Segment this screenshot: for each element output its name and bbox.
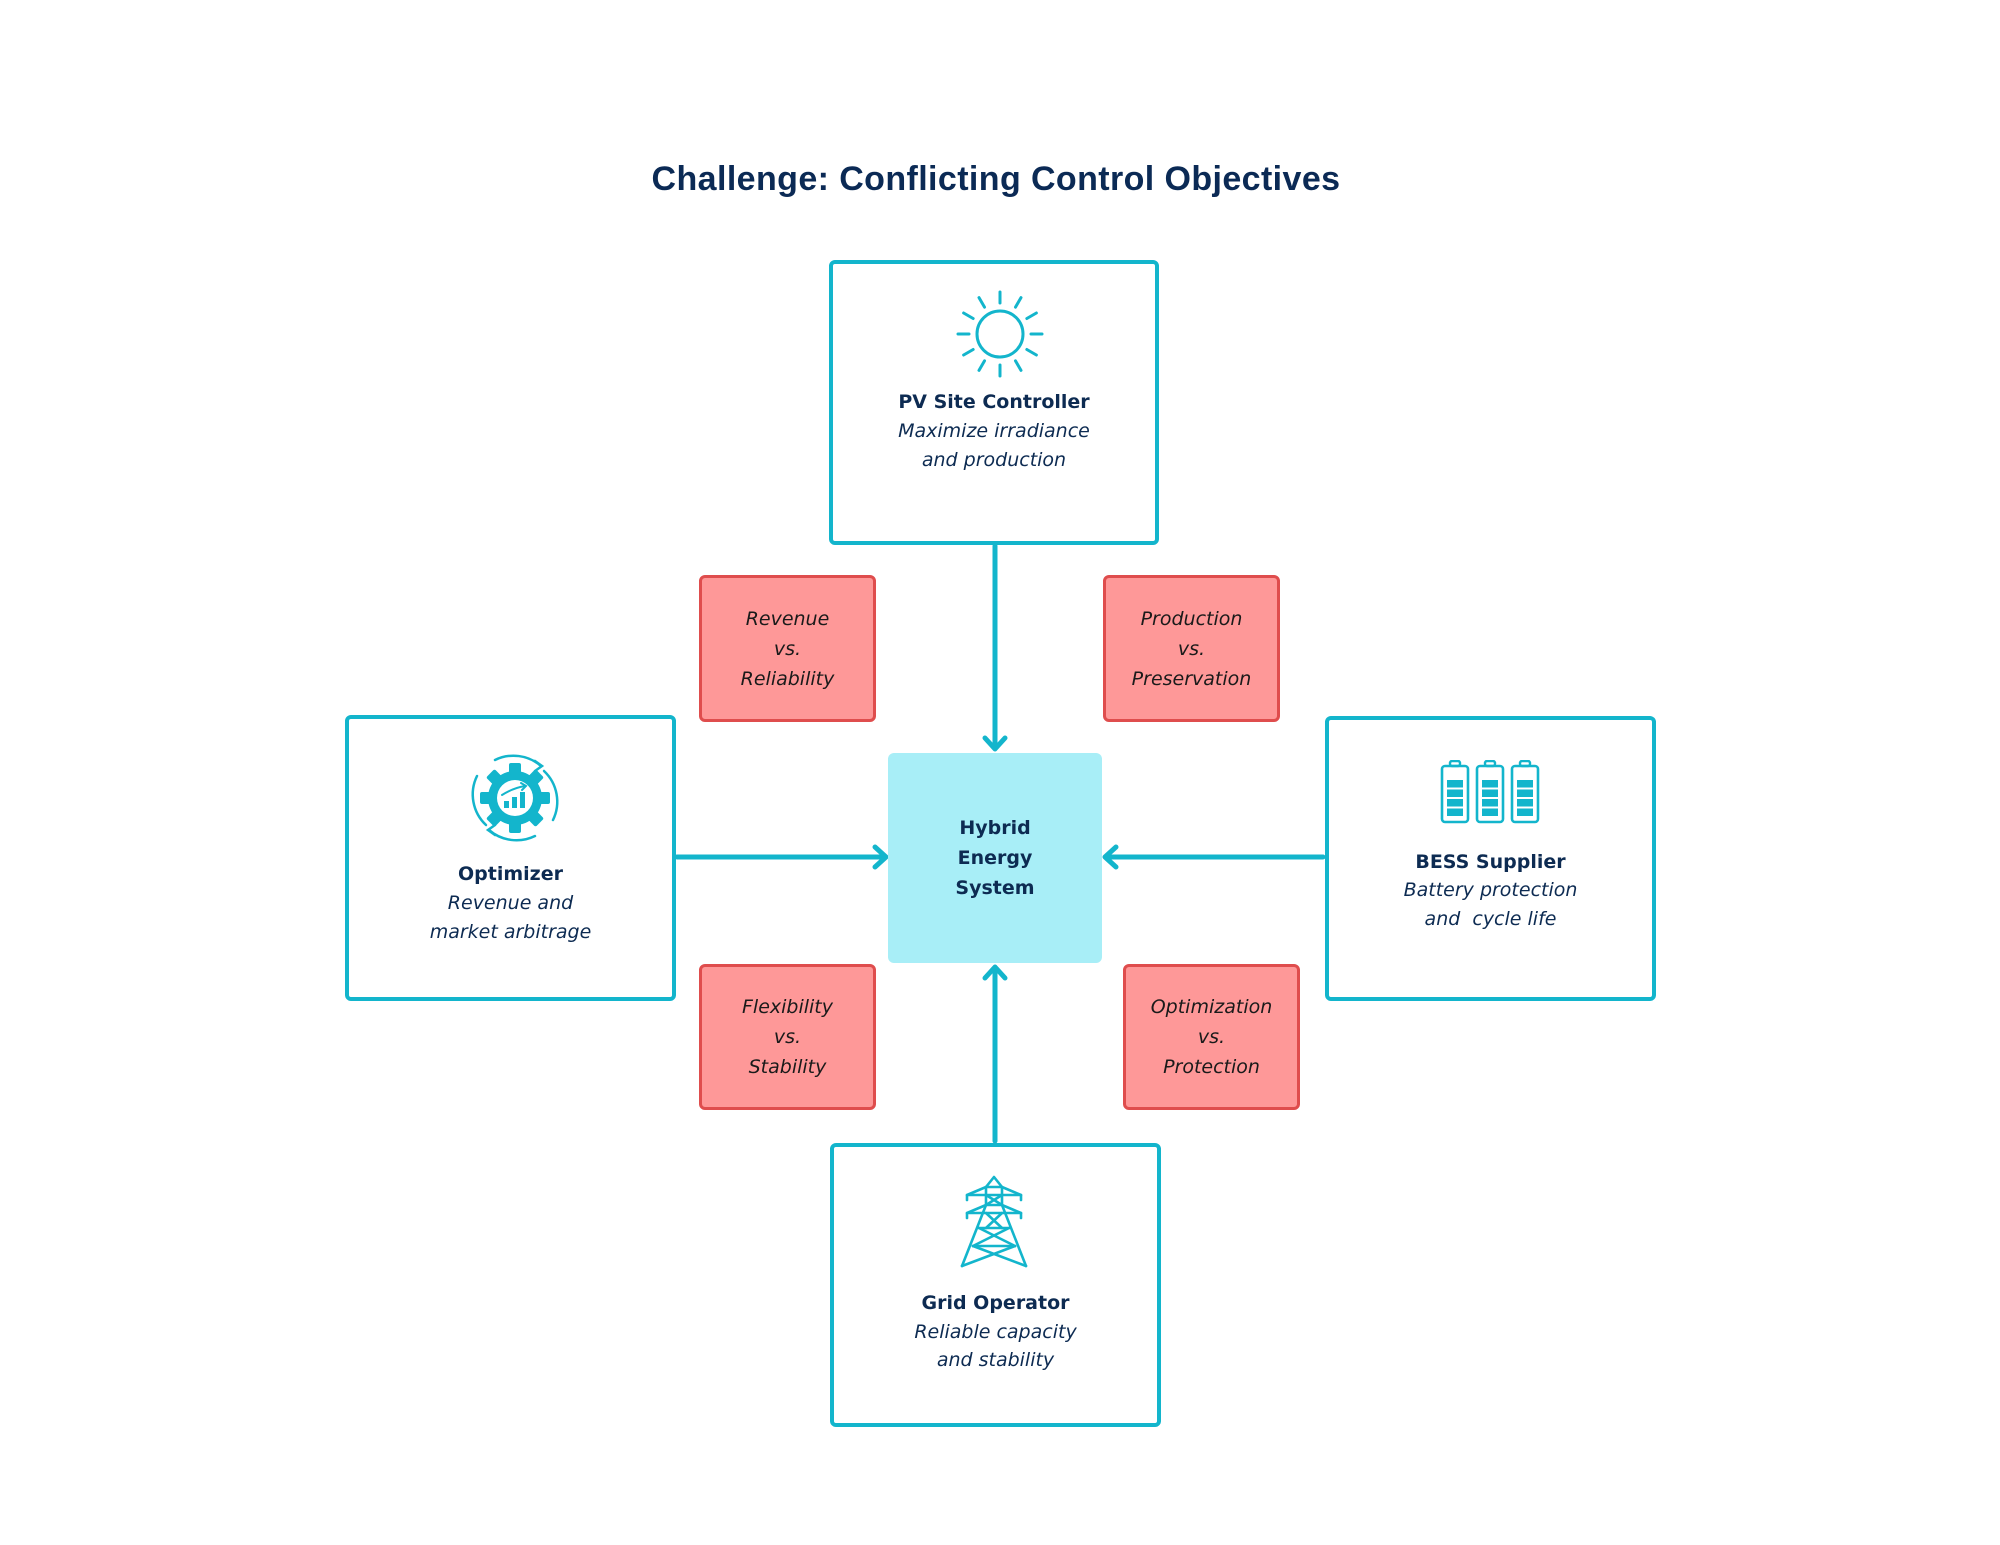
gear-chart-icon [471,754,559,842]
hub-line-2: Energy [957,847,1033,869]
sun-icon [956,290,1044,378]
gear-tooth [527,810,544,827]
grid-desc-line-1: Reliable capacity [914,1321,1077,1343]
grid-name: Grid Operator [921,1292,1070,1314]
optimizer-desc-line-2: market arbitrage [429,921,592,943]
gear-tooth [538,792,550,804]
grid-operator-node: Grid Operator Reliable capacity and stab… [830,1143,1161,1427]
gear-tooth [480,792,492,804]
battery-icon [1440,760,1540,824]
conflict-vs: vs. [773,637,802,660]
battery-cell [1475,760,1505,824]
battery-cell [1440,760,1470,824]
sun-ray [977,296,986,309]
gear-tooth [509,821,521,833]
pv-site-controller-node: PV Site Controller Maximize irradiance a… [829,260,1159,545]
conflict-optimization-vs-protection: Optimization vs. Protection [1123,964,1300,1110]
gear-tooth [486,769,503,786]
conflict-flexibility-vs-stability: Flexibility vs. Stability [699,964,876,1110]
pv-name: PV Site Controller [898,391,1090,413]
conflict-term-b: Reliability [740,667,835,690]
conflict-term-a: Revenue [745,607,830,630]
hub-line-1: Hybrid [959,817,1031,839]
hub-line-3: System [955,877,1035,899]
conflict-term-b: Protection [1163,1056,1260,1078]
gear-tooth [509,763,521,775]
diagram-title: Challenge: Conflicting Control Objective… [651,160,1341,198]
arrow-pv-to-hub [982,543,1008,752]
sun-ray [962,348,975,357]
optimizer-desc-line-1: Revenue and [447,892,574,914]
sun-ray [977,359,986,372]
arrow-grid-to-hub [982,964,1008,1144]
arrow-bess-to-hub [1102,844,1326,870]
conflict-term-a: Flexibility [741,996,833,1018]
conflict-term-a: Optimization [1150,996,1273,1018]
conflict-vs: vs. [773,1026,802,1048]
bess-desc-line-1: Battery protection [1403,879,1578,901]
pv-desc-line-1: Maximize irradiance [898,420,1090,442]
transmission-tower-icon [960,1175,1028,1268]
conflict-term-b: Stability [748,1056,827,1078]
sun-ray [1025,348,1038,357]
optimizer-name: Optimizer [458,863,563,885]
bess-name: BESS Supplier [1415,851,1566,873]
bess-desc-line-2: and cycle life [1424,908,1557,930]
sun-ray [1014,296,1023,309]
grid-desc-line-2: and stability [936,1349,1055,1371]
sun-ray [962,311,975,320]
conflict-revenue-vs-reliability: Revenue vs. Reliability [699,575,876,722]
bess-supplier-node: BESS Supplier Battery protection and cyc… [1325,716,1656,1001]
gear-tooth [527,769,544,786]
conflict-vs: vs. [1177,637,1206,660]
gear-tooth [486,810,503,827]
battery-cell [1510,760,1540,824]
conflict-production-vs-preservation: Production vs. Preservation [1103,575,1280,722]
conflict-vs: vs. [1197,1026,1226,1048]
arrow-optimizer-to-hub [674,844,889,870]
sun-ray [1025,311,1038,320]
optimizer-node: Optimizer Revenue and market arbitrage [345,715,676,1001]
conflict-term-b: Preservation [1131,667,1252,690]
sun-ray [1014,359,1023,372]
hybrid-energy-system-hub: Hybrid Energy System [888,753,1102,963]
pv-desc-line-2: and production [921,449,1067,471]
conflict-term-a: Production [1140,607,1243,630]
